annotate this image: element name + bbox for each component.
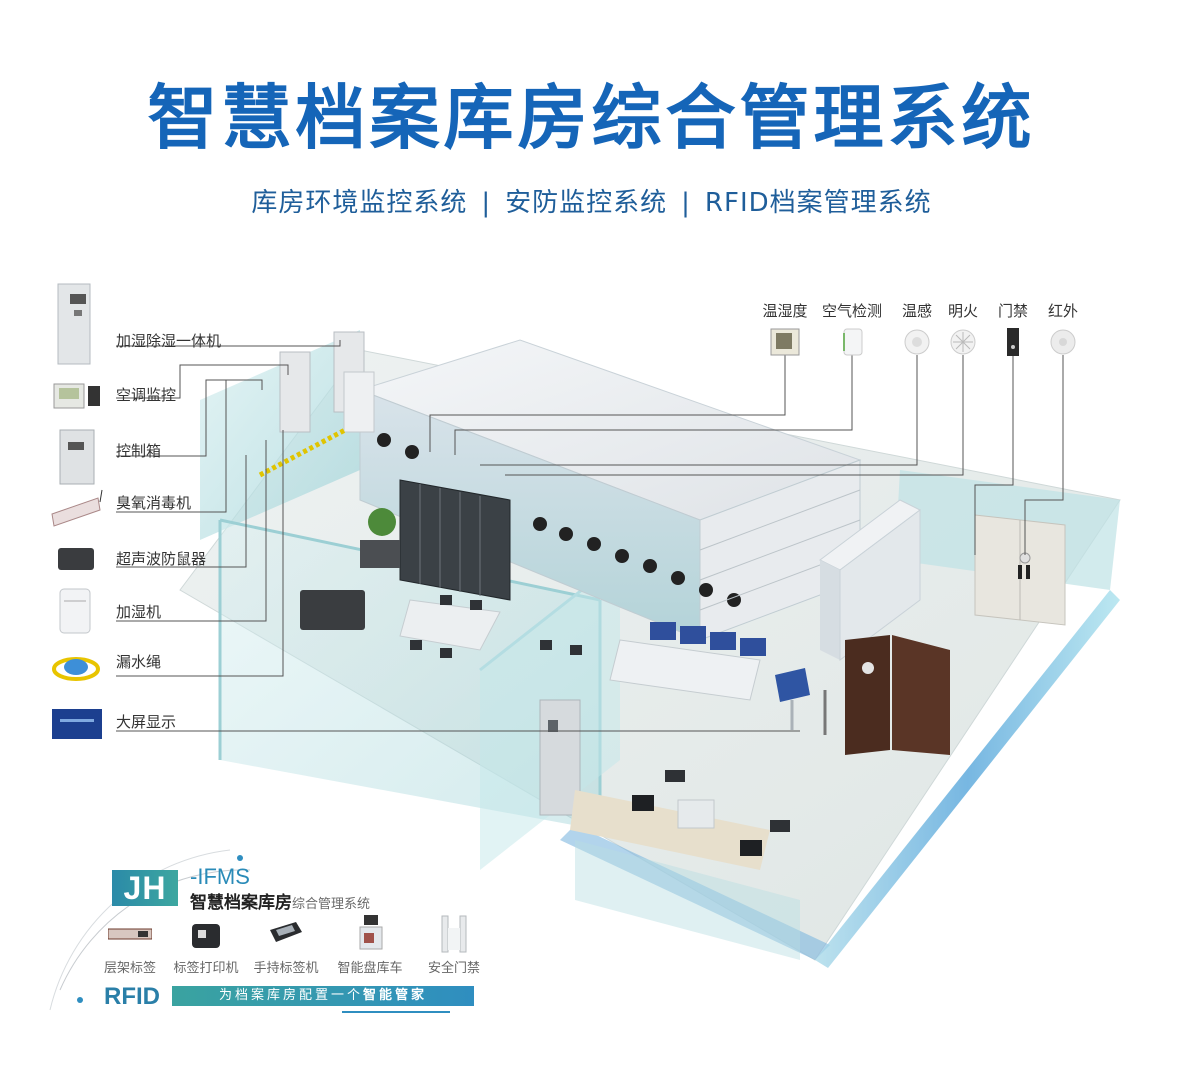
rfid-item-label: 标签打印机 bbox=[173, 961, 239, 976]
subtitle-env: 库房环境监控系统 bbox=[251, 188, 468, 218]
legend-item: 大屏显示 bbox=[50, 705, 310, 745]
sensor-heat-detector: 温感 bbox=[885, 300, 949, 361]
legend-label: 大屏显示 bbox=[116, 713, 177, 731]
rfid-item-label: 层架标签 bbox=[103, 961, 156, 976]
legend-label: 控制箱 bbox=[116, 442, 162, 460]
slogan-normal: 为档案库房配置一个 bbox=[218, 988, 363, 1003]
access-control-icon bbox=[1007, 328, 1019, 356]
sensor-access-control: 门禁 bbox=[981, 300, 1045, 361]
legend-item: 加湿除湿一体机 bbox=[50, 280, 310, 370]
legend-label: 加湿机 bbox=[116, 603, 162, 621]
sensor-air-detector: 空气检测 bbox=[820, 300, 884, 361]
decorative-underline bbox=[342, 1011, 450, 1013]
ac-controller-icon bbox=[53, 383, 100, 409]
legend-item: 控制箱 bbox=[50, 428, 310, 488]
sensor-label: 明火 bbox=[947, 302, 978, 320]
page-title: 智慧档案库房综合管理系统 bbox=[147, 77, 1036, 159]
subtitle-security: 安防监控系统 bbox=[505, 188, 668, 218]
dehumidifier-icon bbox=[57, 283, 91, 365]
legend-label: 超声波防鼠器 bbox=[116, 550, 207, 568]
subtitle-separator: | bbox=[481, 188, 492, 218]
thermo-hygrometer-icon bbox=[770, 328, 800, 356]
sensor-label: 空气检测 bbox=[821, 302, 882, 320]
subtitle: 库房环境监控系统 | 安防监控系统 | RFID档案管理系统 bbox=[0, 185, 1183, 221]
product-name-small: 综合管理系统 bbox=[292, 897, 371, 912]
sensor-label: 红外 bbox=[1047, 302, 1078, 320]
shelf-tag-icon bbox=[108, 928, 152, 940]
rfid-item-label: 智能盘库车 bbox=[337, 961, 403, 976]
legend-label: 空调监控 bbox=[116, 386, 177, 404]
rfid-item: 安全门禁 bbox=[414, 915, 494, 976]
rfid-item-label: 手持标签机 bbox=[253, 961, 319, 976]
security-gate-icon bbox=[441, 915, 467, 953]
sensor-leader-lines bbox=[429, 355, 1064, 555]
product-code: -IFMS bbox=[190, 864, 250, 889]
legend-item: 空调监控 bbox=[50, 380, 310, 420]
subtitle-separator: | bbox=[681, 188, 691, 218]
product-name: 智慧档案库房综合管理系统 bbox=[190, 888, 370, 913]
legend-label: 漏水绳 bbox=[116, 653, 162, 671]
legend-label: 臭氧消毒机 bbox=[116, 494, 192, 512]
legend-item: 漏水绳 bbox=[50, 645, 310, 685]
rfid-item: 智能盘库车 bbox=[330, 915, 410, 976]
legend-item: 超声波防鼠器 bbox=[50, 540, 310, 580]
label-printer-icon bbox=[192, 924, 220, 948]
rfid-label: RFID bbox=[104, 983, 160, 1010]
large-screen-icon bbox=[52, 709, 102, 739]
air-detector-icon bbox=[843, 328, 863, 356]
left-leader-lines bbox=[116, 340, 800, 732]
heat-detector-icon bbox=[904, 329, 930, 355]
sensor-label: 门禁 bbox=[997, 302, 1028, 320]
rfid-item: 层架标签 bbox=[90, 915, 170, 976]
rfid-slogan-banner: 为档案库房配置一个智能管家 bbox=[172, 986, 474, 1006]
legend-item: 加湿机 bbox=[50, 585, 310, 635]
infrared-sensor-icon bbox=[1050, 329, 1076, 355]
shelf-wheels bbox=[377, 433, 741, 607]
rfid-item-label: 安全门禁 bbox=[427, 961, 480, 976]
jh-logo: JH bbox=[112, 870, 178, 906]
sensor-label: 温感 bbox=[901, 302, 932, 320]
rfid-device-list: 层架标签 标签打印机 手持标签机 智能盘库车 安全门禁 bbox=[96, 915, 496, 976]
ultrasonic-repeller-icon bbox=[58, 548, 94, 570]
water-leak-rope-icon bbox=[52, 657, 100, 681]
legend-label: 加湿除湿一体机 bbox=[116, 332, 222, 350]
rfid-item: 标签打印机 bbox=[166, 915, 246, 976]
control-box-icon bbox=[59, 429, 95, 485]
sensor-thermo-hygrometer: 温湿度 bbox=[753, 300, 817, 361]
product-name-bold: 智慧档案库房 bbox=[190, 893, 292, 913]
legend-item: 臭氧消毒机 bbox=[50, 488, 310, 528]
ozone-sterilizer-icon bbox=[51, 489, 103, 527]
flame-detector-icon bbox=[950, 329, 976, 355]
sensor-infrared: 红外 bbox=[1031, 300, 1095, 361]
inventory-cart-icon bbox=[359, 915, 383, 950]
sensor-flame-detector: 明火 bbox=[931, 300, 995, 361]
subtitle-rfid: RFID档案管理系统 bbox=[704, 188, 932, 218]
rfid-item: 手持标签机 bbox=[246, 915, 326, 976]
humidifier-icon bbox=[59, 588, 91, 634]
handheld-reader-icon bbox=[270, 922, 302, 942]
slogan-bold: 智能管家 bbox=[363, 988, 428, 1003]
sensor-label: 温湿度 bbox=[762, 302, 808, 320]
